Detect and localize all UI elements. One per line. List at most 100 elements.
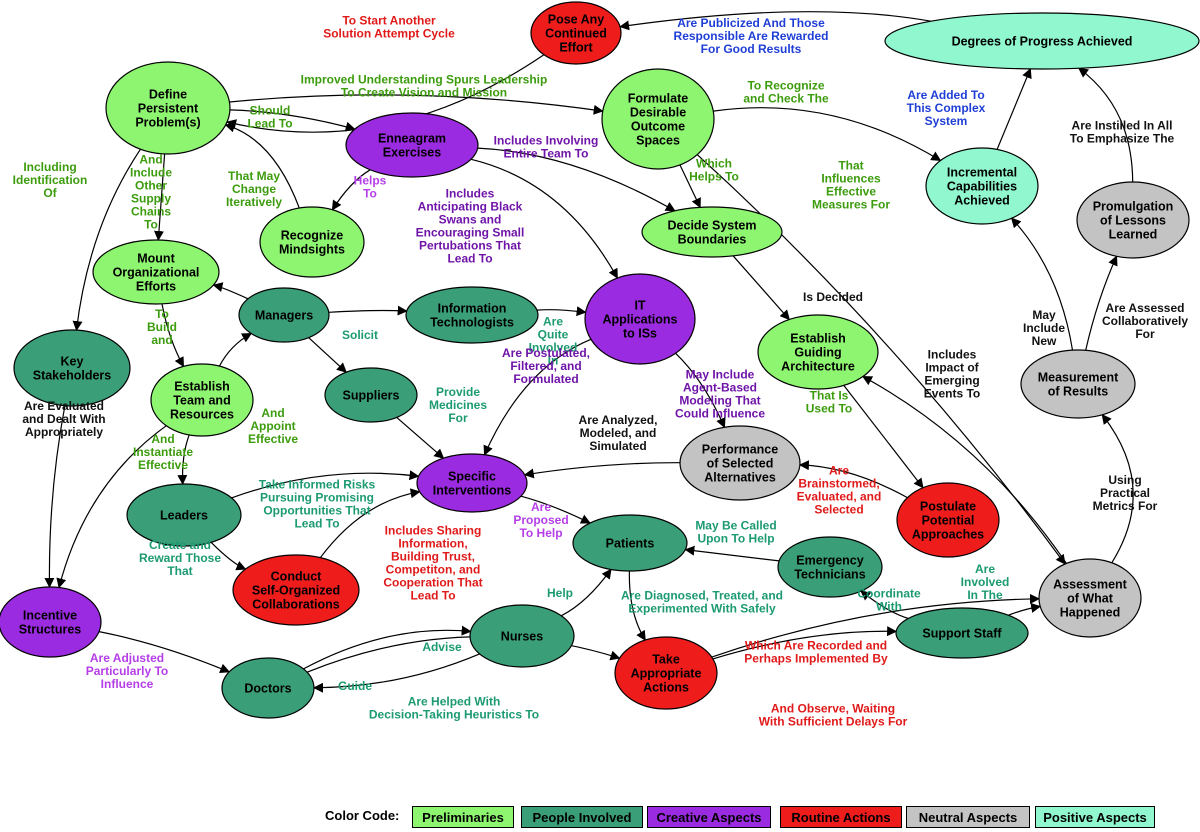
node-degrees: Degrees of Progress Achieved	[884, 12, 1200, 70]
edge-incentive-to-doctors	[98, 631, 231, 674]
edge-postulate-to-perf	[798, 460, 908, 499]
node-shape-formulate	[601, 68, 715, 170]
edge-take-to-assessment	[711, 593, 1040, 658]
node-shape-perf	[679, 425, 801, 501]
edge-define-to-keystake	[72, 148, 141, 332]
node-label-managers: Managers	[255, 309, 313, 323]
edge-label-managers-to-suppliers: Solicit	[342, 328, 378, 342]
edge-mindsights-to-define	[224, 122, 300, 209]
node-shape-specific	[416, 453, 528, 513]
edge-label-nurses-to-patients: Help	[547, 586, 573, 600]
edge-promulgation-to-degrees	[1077, 67, 1134, 183]
edge-specific-to-patients	[520, 495, 591, 524]
edge-suppliers-to-specific	[396, 416, 445, 459]
edge-team-to-managers	[218, 332, 253, 367]
edge-ennea-to-itapps	[470, 158, 618, 279]
node-shape-ennea	[345, 112, 479, 178]
node-shape-emergency	[777, 536, 883, 598]
edge-measurement-to-promulgation	[1085, 255, 1118, 351]
edge-take-to-support	[712, 626, 898, 660]
color-legend: Color Code: Preliminaries People Involve…	[0, 806, 1200, 832]
edge-managers-to-suppliers	[308, 337, 347, 373]
node-suppliers: Suppliers	[324, 367, 418, 423]
node-shape-promulgation	[1076, 181, 1190, 259]
edge-decide-to-guiding	[732, 255, 790, 321]
edge-assessment-to-guiding	[862, 375, 1067, 564]
edge-label-nurses-to-doctors: Advise	[422, 640, 462, 654]
node-nurses: Nurses	[469, 604, 575, 668]
legend-title: Color Code:	[325, 808, 400, 823]
node-shape-assessment	[1038, 558, 1142, 638]
edge-incremental-to-degrees	[996, 67, 1032, 150]
node-label-support: Support Staff	[922, 627, 1002, 641]
node-leaders: Leaders	[126, 483, 242, 547]
node-shape-suppliers	[324, 367, 418, 423]
edge-conduct-to-specific	[319, 488, 421, 559]
edge-label-decide-to-guiding: Is Decided	[803, 290, 863, 304]
node-shape-take	[614, 636, 718, 710]
edge-formulate-to-decide	[679, 164, 701, 209]
node-shape-managers	[238, 287, 330, 343]
edge-emergency-to-patients	[684, 545, 780, 562]
edge-define-to-mount	[153, 153, 166, 241]
node-shape-guiding	[757, 314, 879, 390]
edge-support-to-emergency	[860, 590, 909, 619]
edge-measurement-to-incremental	[1010, 217, 1074, 351]
legend-item-routine-actions: Routine Actions	[780, 806, 902, 828]
node-shape-support	[895, 607, 1029, 659]
edge-keystake-to-incentive	[44, 405, 66, 588]
edge-guiding-to-postulate	[843, 385, 924, 489]
edge-label-doctors-to-nurses: Guide	[338, 679, 372, 693]
legend-item-creative-aspects: Creative Aspects	[647, 806, 771, 828]
legend-item-positive-aspects: Positive Aspects	[1035, 806, 1155, 828]
legend-item-preliminaries: Preliminaries	[412, 806, 514, 828]
